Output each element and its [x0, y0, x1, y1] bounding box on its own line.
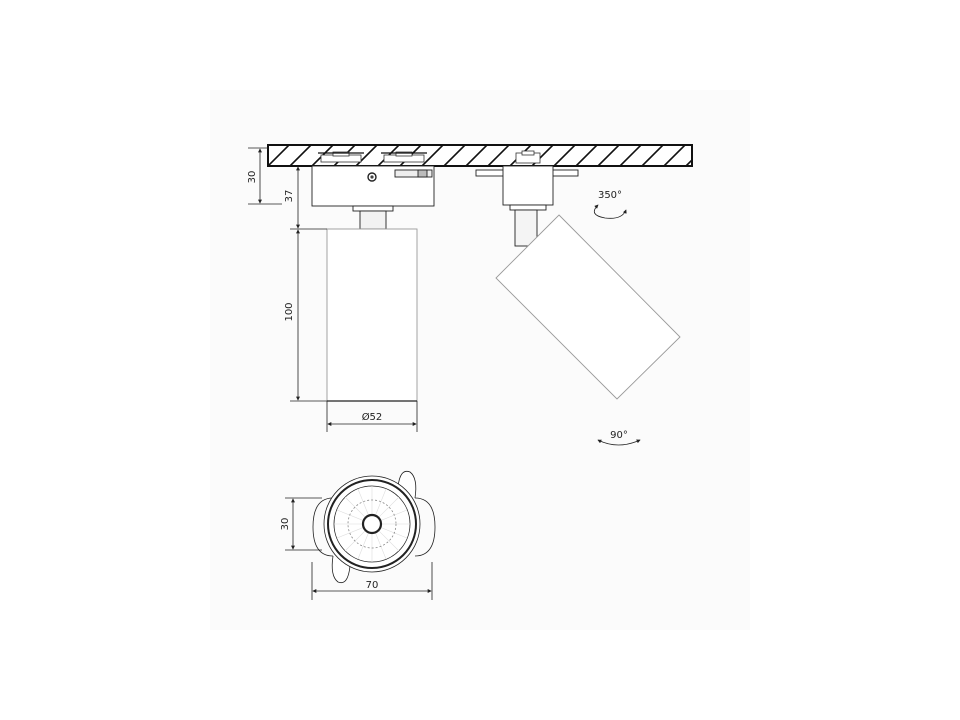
side-view-tilted: [475, 165, 681, 400]
dim-adapter-height: 37: [284, 190, 295, 203]
side-view-straight: [311, 165, 435, 402]
tilted-spotlight-body: [495, 214, 681, 400]
tilt-angle-label: 90°: [610, 430, 628, 441]
spotlight-body: [326, 228, 418, 402]
dim-bottom-width: 70: [366, 580, 379, 591]
track-rail: [267, 144, 693, 167]
bottom-view: [312, 470, 436, 584]
dim-bottom-height: 30: [280, 518, 291, 531]
dim-track-height: 30: [247, 171, 258, 184]
dim-body-length: 100: [284, 302, 295, 321]
rotation-angle-label: 350°: [598, 190, 622, 201]
led-lens-icon: [361, 513, 383, 535]
dim-body-diameter: Ø52: [362, 411, 383, 423]
tilted-track-adapter: [502, 165, 554, 206]
drawing-background: [210, 90, 750, 630]
